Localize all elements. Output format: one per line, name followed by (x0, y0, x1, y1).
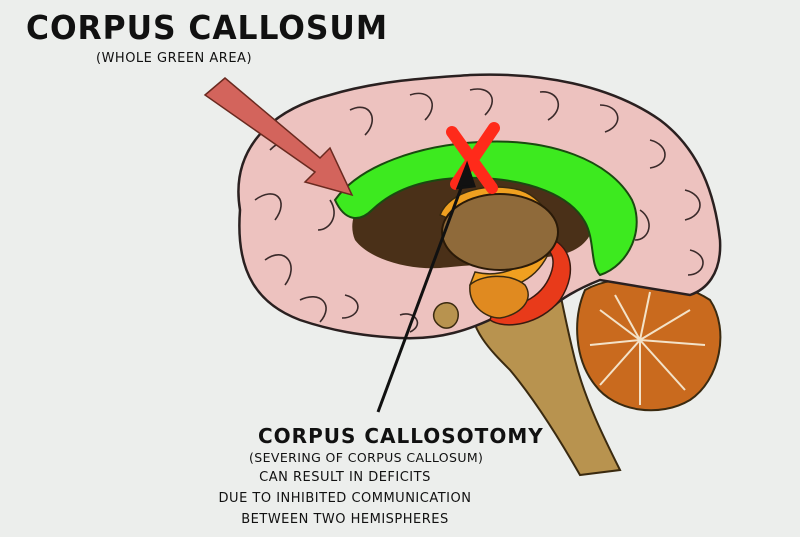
pointer-arrow (203, 77, 354, 197)
thalamus (441, 193, 559, 271)
callosotomy-pointer (376, 160, 477, 413)
pituitary (432, 302, 459, 329)
cortex-gyri (254, 88, 704, 333)
procedure-description-line: DUE TO INHIBITED COMMUNICATION (218, 491, 472, 506)
diagram-subtitle: (WHOLE GREEN AREA) (96, 51, 253, 66)
midbrain (469, 275, 529, 319)
procedure-heading: CORPUS CALLOSOTOMY (258, 424, 544, 448)
fornix (489, 234, 571, 326)
cerebellum-folia (589, 291, 706, 405)
procedure-subheading: (SEVERING OF CORPUS CALLOSUM) (249, 450, 484, 465)
procedure-description-line: BETWEEN TWO HEMISPHERES (241, 512, 449, 527)
diagram-title: CORPUS CALLOSUM (26, 8, 388, 47)
procedure-description-line: CAN RESULT IN DEFICITS (259, 470, 431, 485)
